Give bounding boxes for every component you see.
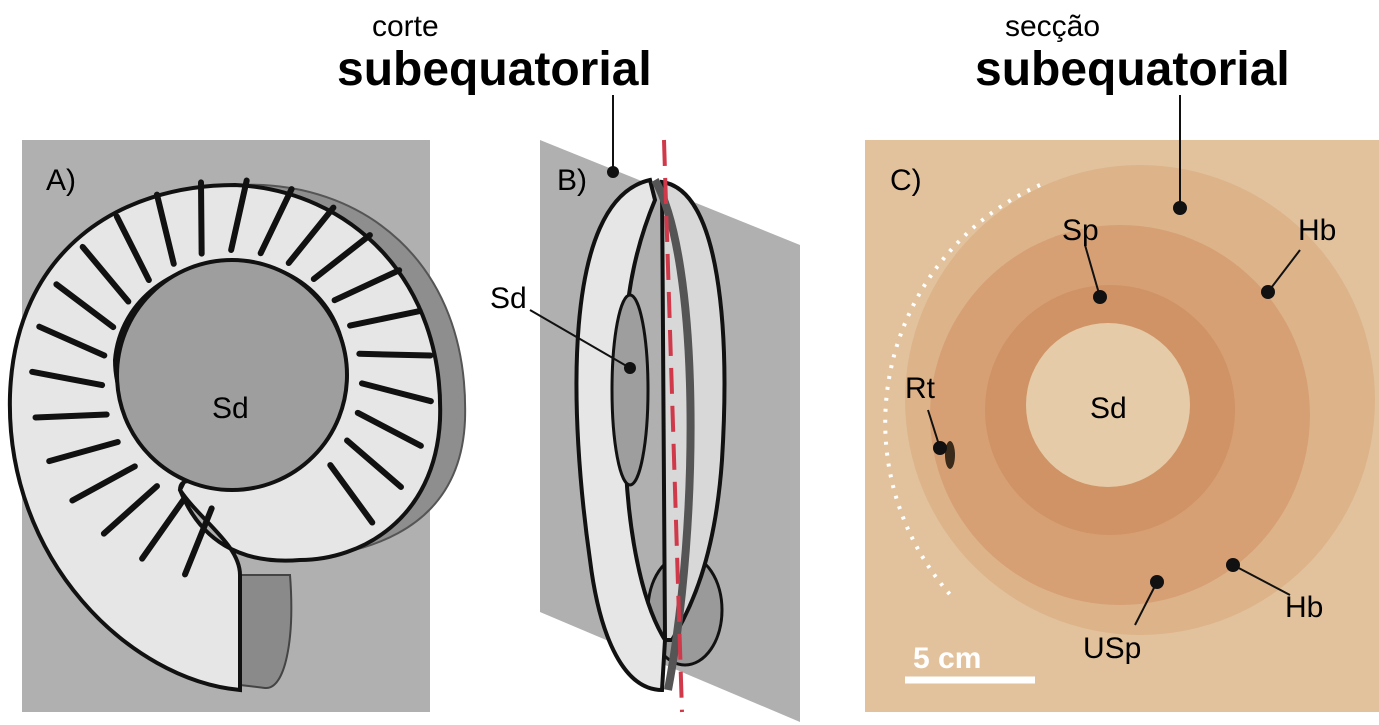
panel-b-label: B) — [557, 164, 587, 197]
label-sd-b: Sd — [490, 282, 527, 315]
rib — [100, 483, 160, 537]
sd-dot — [624, 362, 636, 374]
rib — [153, 191, 177, 267]
rib — [257, 186, 295, 257]
rib — [354, 409, 424, 449]
rib — [139, 497, 187, 562]
label-rt: Rt — [905, 372, 936, 405]
sd-leader — [529, 309, 631, 369]
label-hb-bottom: Hb — [1285, 591, 1323, 624]
panel-a: A) Sd — [7, 140, 467, 712]
rib — [32, 411, 110, 421]
rib — [113, 213, 152, 284]
title-subequatorial-c: subequatorial — [975, 43, 1290, 96]
rib — [29, 368, 106, 389]
rib — [79, 243, 132, 305]
rib — [285, 204, 337, 267]
umbilicus — [115, 258, 349, 492]
rib — [344, 437, 404, 490]
rib — [182, 505, 215, 578]
rib — [331, 267, 403, 304]
label-sp: Sp — [1062, 214, 1099, 247]
cut-line — [662, 139, 684, 713]
panel-b: B) Sd — [490, 95, 800, 722]
panel-c: 5 cm C) Sp Hb Rt Sd Hb USp — [865, 95, 1379, 712]
rib — [69, 463, 138, 504]
rib — [347, 308, 423, 329]
rib — [46, 439, 121, 465]
rib — [228, 177, 250, 254]
title-corte: corte — [372, 10, 439, 43]
label-hb-top: Hb — [1298, 214, 1336, 247]
title-seccao: secção — [1005, 10, 1100, 43]
leader-dots-c — [933, 201, 1275, 589]
rib — [198, 179, 205, 257]
label-usp: USp — [1083, 632, 1141, 665]
umbilicus-c — [1026, 323, 1190, 487]
rib — [327, 462, 376, 526]
leader-dot — [607, 166, 619, 178]
rostrum-fossil — [945, 441, 955, 469]
rib — [358, 380, 434, 405]
panel-a-label: A) — [46, 164, 76, 197]
title-subequatorial-b: subequatorial — [337, 43, 652, 96]
label-sd-c: Sd — [1090, 392, 1127, 425]
rib — [36, 323, 108, 359]
aperture-shadow — [239, 574, 293, 690]
rib — [53, 281, 117, 331]
rib — [310, 232, 373, 282]
panel-c-label: C) — [890, 164, 922, 197]
rib — [356, 350, 434, 359]
umbilicus-b — [610, 293, 650, 487]
scale-label: 5 cm — [913, 642, 981, 675]
ribs — [29, 177, 434, 578]
label-sd-a: Sd — [212, 392, 249, 425]
